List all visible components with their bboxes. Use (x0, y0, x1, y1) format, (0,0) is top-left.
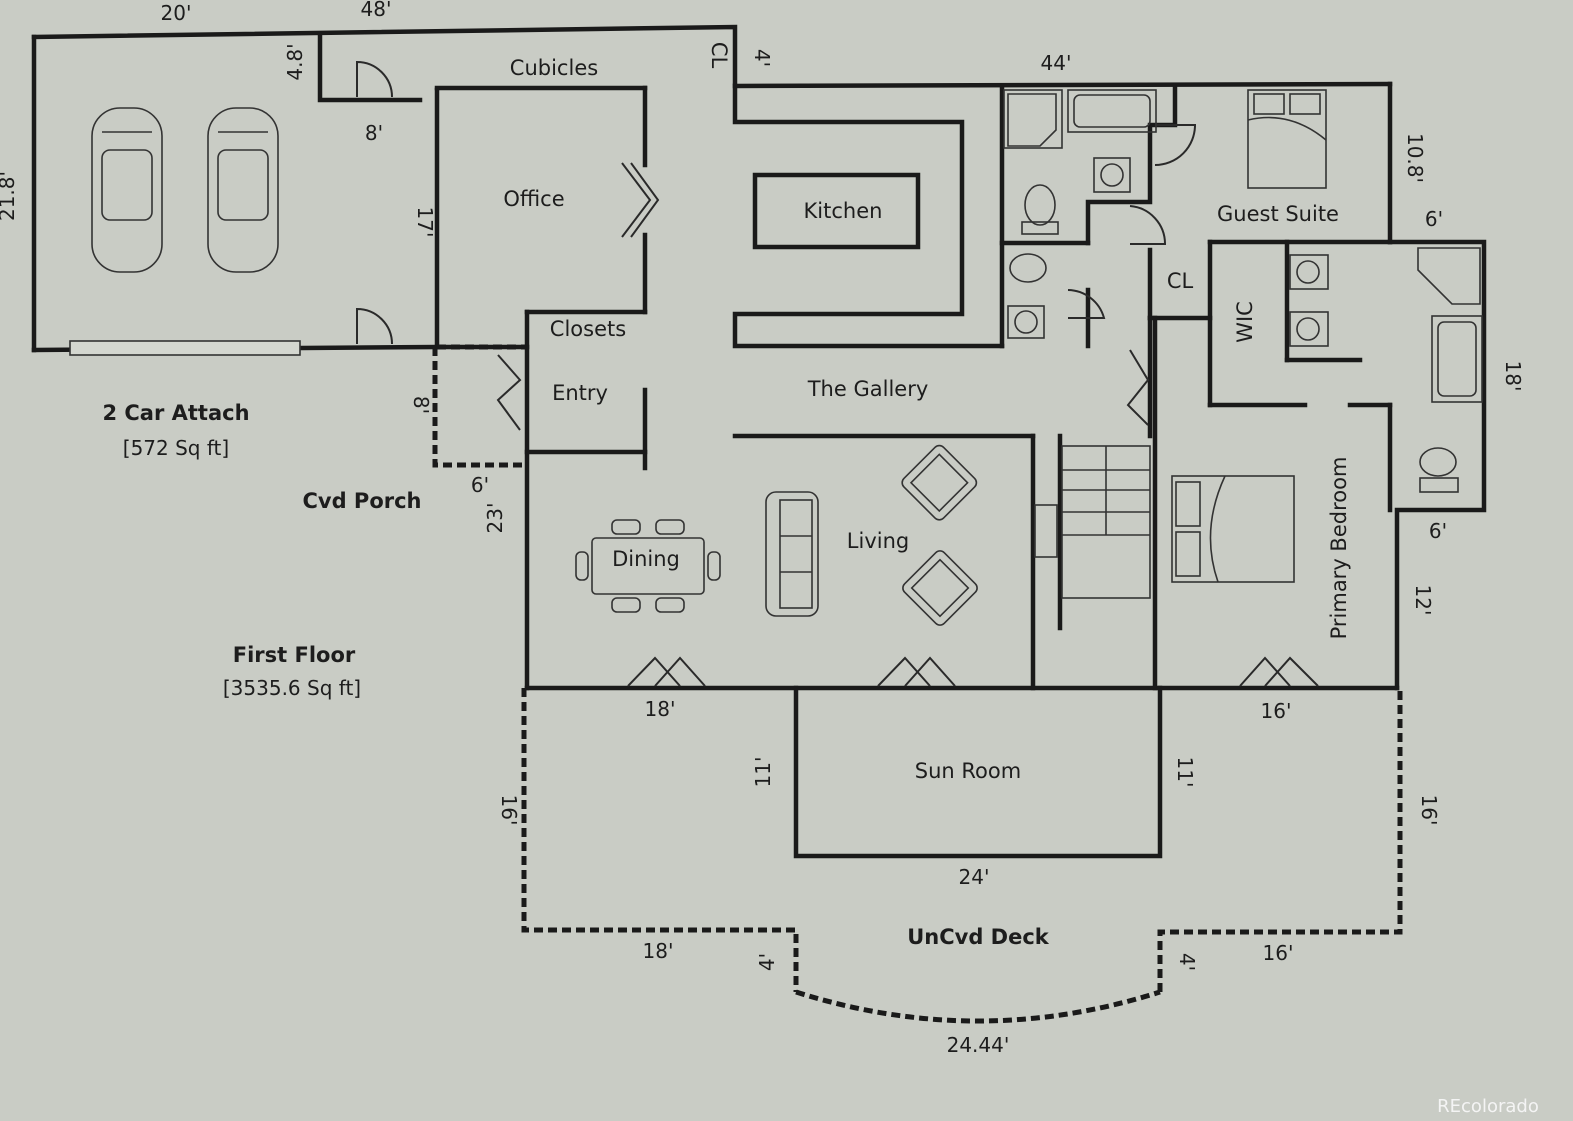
dimension: 48' (361, 0, 392, 21)
dimension: 4' (755, 953, 779, 971)
dimension: 16' (1417, 795, 1441, 826)
armchair-icon (902, 550, 978, 626)
dimension: 18' (645, 697, 676, 721)
dimension: 16' (1263, 941, 1294, 965)
dimension: 18' (643, 939, 674, 963)
guest-suite-label: Guest Suite (1217, 202, 1339, 226)
sun-room-label: Sun Room (915, 759, 1021, 783)
dimension: 4' (750, 49, 774, 67)
garage (31, 24, 738, 356)
dimension: 16' (497, 795, 521, 826)
closet-label: CL (1167, 269, 1194, 293)
dimension: 6' (1425, 207, 1443, 231)
porch-outline (432, 344, 527, 468)
watermark: REcolorado (1437, 1096, 1539, 1117)
dimension: 12' (1411, 585, 1435, 616)
garage-area: [572 Sq ft] (123, 436, 229, 460)
dimension: 24.44' (947, 1033, 1010, 1057)
wic-label: WIC (1233, 301, 1257, 343)
porch-label: Cvd Porch (302, 489, 421, 513)
dimension: 21.8' (0, 171, 19, 221)
dimension: 10.8' (1403, 133, 1427, 183)
dimension: 16' (1261, 699, 1292, 723)
doors (496, 124, 1319, 687)
dining-table (575, 519, 721, 613)
bed-icon (1171, 475, 1295, 583)
dimension: 8' (365, 121, 383, 145)
car-icon (207, 107, 279, 273)
dimension: 8' (409, 396, 433, 414)
gallery-label: The Gallery (807, 377, 929, 401)
fixtures (1003, 89, 1483, 493)
office-label: Office (503, 187, 564, 211)
dimension: 20' (161, 1, 192, 25)
dimension: 4.8' (283, 43, 307, 80)
dimension: 18' (1501, 361, 1525, 392)
armchair-icon (901, 444, 978, 521)
deck-label: UnCvd Deck (907, 925, 1050, 949)
garage-label: 2 Car Attach (102, 401, 249, 425)
dimension: 11' (1173, 757, 1197, 788)
deck-outline (521, 685, 1403, 1024)
room-labels: 2 Car Attach [572 Sq ft] Cvd Porch First… (102, 42, 1351, 949)
sofa-icon (765, 491, 819, 617)
dimension-labels: 20' 48' 4.8' 4' 44' 21.8' 8' 17' 10.8' 6… (0, 0, 1525, 1057)
dimension: 24' (959, 865, 990, 889)
kitchen-label: Kitchen (804, 199, 883, 223)
dimension: 11' (751, 757, 775, 788)
floor-title: First Floor (233, 643, 356, 667)
closets-label: Closets (550, 317, 626, 341)
entry-label: Entry (552, 381, 608, 405)
dimension: 6' (471, 473, 489, 497)
dining-label: Dining (612, 547, 680, 571)
bed-icon (1247, 89, 1327, 189)
cubicles-label: Cubicles (510, 56, 598, 80)
stairs (1034, 445, 1151, 599)
closet-label: CL (707, 42, 731, 69)
dimension: 44' (1041, 51, 1072, 75)
dimension: 17' (413, 207, 437, 238)
car-icon (91, 107, 163, 273)
primary-bedroom-label: Primary Bedroom (1327, 457, 1351, 640)
dimension: 6' (1429, 519, 1447, 543)
dimension: 23' (483, 503, 507, 534)
living-label: Living (847, 529, 909, 553)
floor-area: [3535.6 Sq ft] (223, 676, 361, 700)
dimension: 4' (1175, 953, 1199, 971)
